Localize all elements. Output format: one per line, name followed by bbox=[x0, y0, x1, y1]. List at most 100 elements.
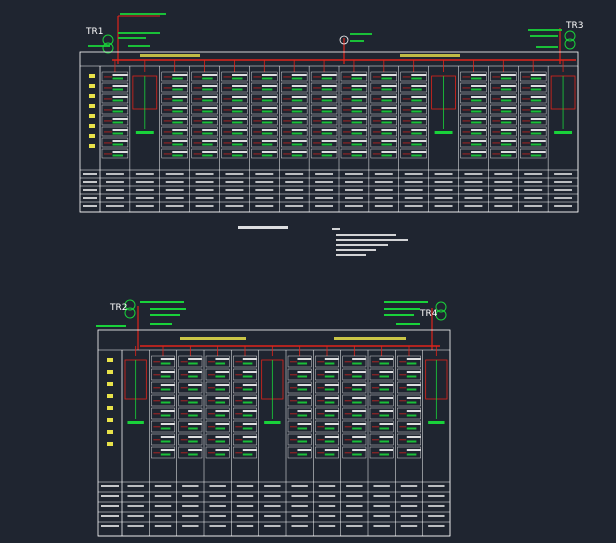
table-cell-text bbox=[346, 495, 363, 497]
breaker-text bbox=[324, 371, 339, 373]
table-row-header bbox=[83, 205, 97, 207]
breaker-device bbox=[351, 154, 363, 157]
breaker-text bbox=[291, 129, 307, 131]
table-cell-text bbox=[494, 205, 513, 207]
breaker-device bbox=[406, 427, 417, 430]
breaker-text bbox=[471, 129, 486, 131]
breaker-text bbox=[500, 96, 516, 98]
breaker-device bbox=[297, 453, 308, 456]
notes-block bbox=[332, 228, 408, 256]
breaker-device bbox=[232, 154, 243, 157]
breaker-slot bbox=[400, 137, 427, 148]
breaker-device bbox=[215, 401, 226, 404]
breaker-slot bbox=[178, 355, 203, 368]
table-cell-text bbox=[165, 197, 184, 199]
breaker-device bbox=[261, 132, 273, 135]
breaker-text bbox=[188, 410, 202, 412]
breaker-slot bbox=[520, 126, 547, 137]
breaker-device bbox=[291, 154, 303, 157]
breaker-text bbox=[160, 410, 175, 412]
breaker-device bbox=[242, 401, 253, 404]
breaker-device bbox=[530, 77, 542, 80]
breaker-slot bbox=[520, 148, 547, 159]
breaker-slot bbox=[400, 82, 427, 93]
breaker-device bbox=[351, 77, 363, 80]
breaker-slot bbox=[101, 115, 129, 126]
breaker-device bbox=[411, 99, 422, 102]
breaker-text bbox=[215, 371, 230, 373]
breaker-text bbox=[291, 85, 307, 87]
bottom-busbar-label-right bbox=[334, 337, 406, 340]
breaker-text bbox=[321, 96, 337, 98]
breaker-device bbox=[321, 77, 333, 80]
breaker-text bbox=[324, 436, 339, 438]
breaker-text bbox=[188, 397, 202, 399]
breaker-slot bbox=[490, 93, 517, 104]
breaker-slot bbox=[233, 355, 257, 368]
breaker-text bbox=[297, 449, 312, 451]
breaker-slot bbox=[287, 381, 312, 394]
breaker-device bbox=[352, 453, 362, 456]
incomer-device-label bbox=[428, 421, 445, 424]
breaker-text bbox=[160, 358, 175, 360]
breaker-device bbox=[232, 77, 243, 80]
table-cell-text bbox=[344, 173, 363, 175]
breaker-text bbox=[530, 85, 546, 87]
breaker-slot bbox=[191, 115, 218, 126]
breaker-device bbox=[242, 388, 253, 391]
breaker-device bbox=[411, 121, 422, 124]
breaker-device bbox=[160, 401, 171, 404]
breaker-device bbox=[321, 110, 333, 113]
breaker-device bbox=[351, 132, 363, 135]
table-cell-text bbox=[195, 173, 214, 175]
breaker-device bbox=[188, 427, 198, 430]
breaker-device bbox=[381, 143, 392, 146]
breaker-device bbox=[530, 154, 542, 157]
breaker-slot bbox=[191, 137, 218, 148]
breaker-device bbox=[321, 143, 333, 146]
breaker-slot bbox=[287, 407, 312, 420]
breaker-slot bbox=[191, 82, 218, 93]
breaker-device bbox=[160, 414, 171, 417]
breaker-slot bbox=[151, 446, 175, 459]
breaker-text bbox=[202, 129, 218, 131]
breaker-text bbox=[352, 358, 366, 360]
breaker-device bbox=[530, 110, 542, 113]
breaker-device bbox=[261, 88, 273, 91]
breaker-device bbox=[352, 427, 362, 430]
table-cell-text bbox=[182, 485, 199, 487]
breaker-text bbox=[215, 423, 230, 425]
breaker-text bbox=[172, 85, 188, 87]
breaker-text bbox=[215, 384, 230, 386]
breaker-text bbox=[112, 107, 128, 109]
table-cell-text bbox=[428, 485, 445, 487]
breaker-text bbox=[381, 151, 397, 153]
feeder-cell bbox=[101, 60, 129, 159]
breaker-device bbox=[471, 132, 482, 135]
breaker-text bbox=[500, 74, 516, 76]
table-cell-text bbox=[524, 197, 543, 199]
breaker-slot bbox=[400, 104, 427, 115]
meter-icon bbox=[339, 35, 349, 45]
breaker-device bbox=[406, 401, 417, 404]
breaker-device bbox=[291, 110, 303, 113]
breaker-text bbox=[352, 423, 366, 425]
table-cell-text bbox=[154, 495, 172, 497]
table-row-header bbox=[101, 525, 119, 527]
breaker-device bbox=[291, 121, 303, 124]
feeder-cell bbox=[221, 60, 248, 159]
table-cell-text bbox=[373, 515, 390, 517]
feeder-cell bbox=[151, 346, 175, 459]
breaker-slot bbox=[281, 93, 308, 104]
table-cell-text bbox=[264, 485, 281, 487]
table-cell-text bbox=[255, 197, 274, 199]
breaker-slot bbox=[178, 433, 203, 446]
breaker-slot bbox=[397, 446, 421, 459]
breaker-slot bbox=[369, 446, 394, 459]
busbar-label-right bbox=[400, 54, 460, 57]
breaker-device bbox=[112, 77, 124, 80]
breaker-slot bbox=[251, 148, 278, 159]
breaker-slot bbox=[369, 433, 394, 446]
breaker-text bbox=[160, 436, 175, 438]
